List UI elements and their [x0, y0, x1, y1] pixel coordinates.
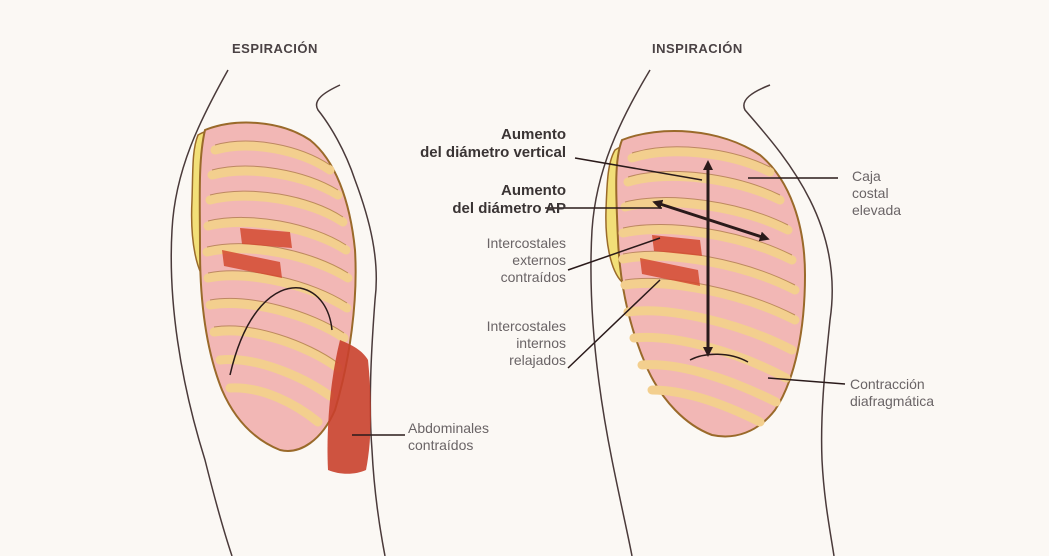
label-caja-line2: costal [852, 185, 901, 202]
label-ext-line3: contraídos [420, 269, 566, 286]
label-int-line1: Intercostales [420, 318, 566, 335]
label-contraccion-diafragmatica: Contracción diafragmática [850, 376, 934, 410]
label-diaf-line2: diafragmática [850, 393, 934, 410]
label-abd-line1: Abdominales [408, 420, 489, 437]
label-intercostales-internos: Intercostales internos relajados [420, 318, 566, 369]
label-ap-line2: del diámetro AP [370, 200, 566, 218]
panel-title-expiration: ESPIRACIÓN [232, 40, 318, 57]
label-ap-line1: Aumento [370, 182, 566, 200]
label-int-line3: relajados [420, 352, 566, 369]
label-intercostales-externos: Intercostales externos contraídos [420, 235, 566, 286]
label-abdominales: Abdominales contraídos [408, 420, 489, 454]
label-diaf-line1: Contracción [850, 376, 934, 393]
label-vertical-line1: Aumento [370, 126, 566, 144]
label-ext-line2: externos [420, 252, 566, 269]
label-caja-line1: Caja [852, 168, 901, 185]
label-ext-line1: Intercostales [420, 235, 566, 252]
label-abd-line2: contraídos [408, 437, 489, 454]
label-caja-line3: elevada [852, 202, 901, 219]
label-vertical-line2: del diámetro vertical [370, 144, 566, 162]
label-int-line2: internos [420, 335, 566, 352]
panel-title-inspiration: INSPIRACIÓN [652, 40, 743, 57]
label-ap-diameter: Aumento del diámetro AP [370, 182, 566, 218]
label-caja-costal: Caja costal elevada [852, 168, 901, 219]
label-vertical-diameter: Aumento del diámetro vertical [370, 126, 566, 162]
